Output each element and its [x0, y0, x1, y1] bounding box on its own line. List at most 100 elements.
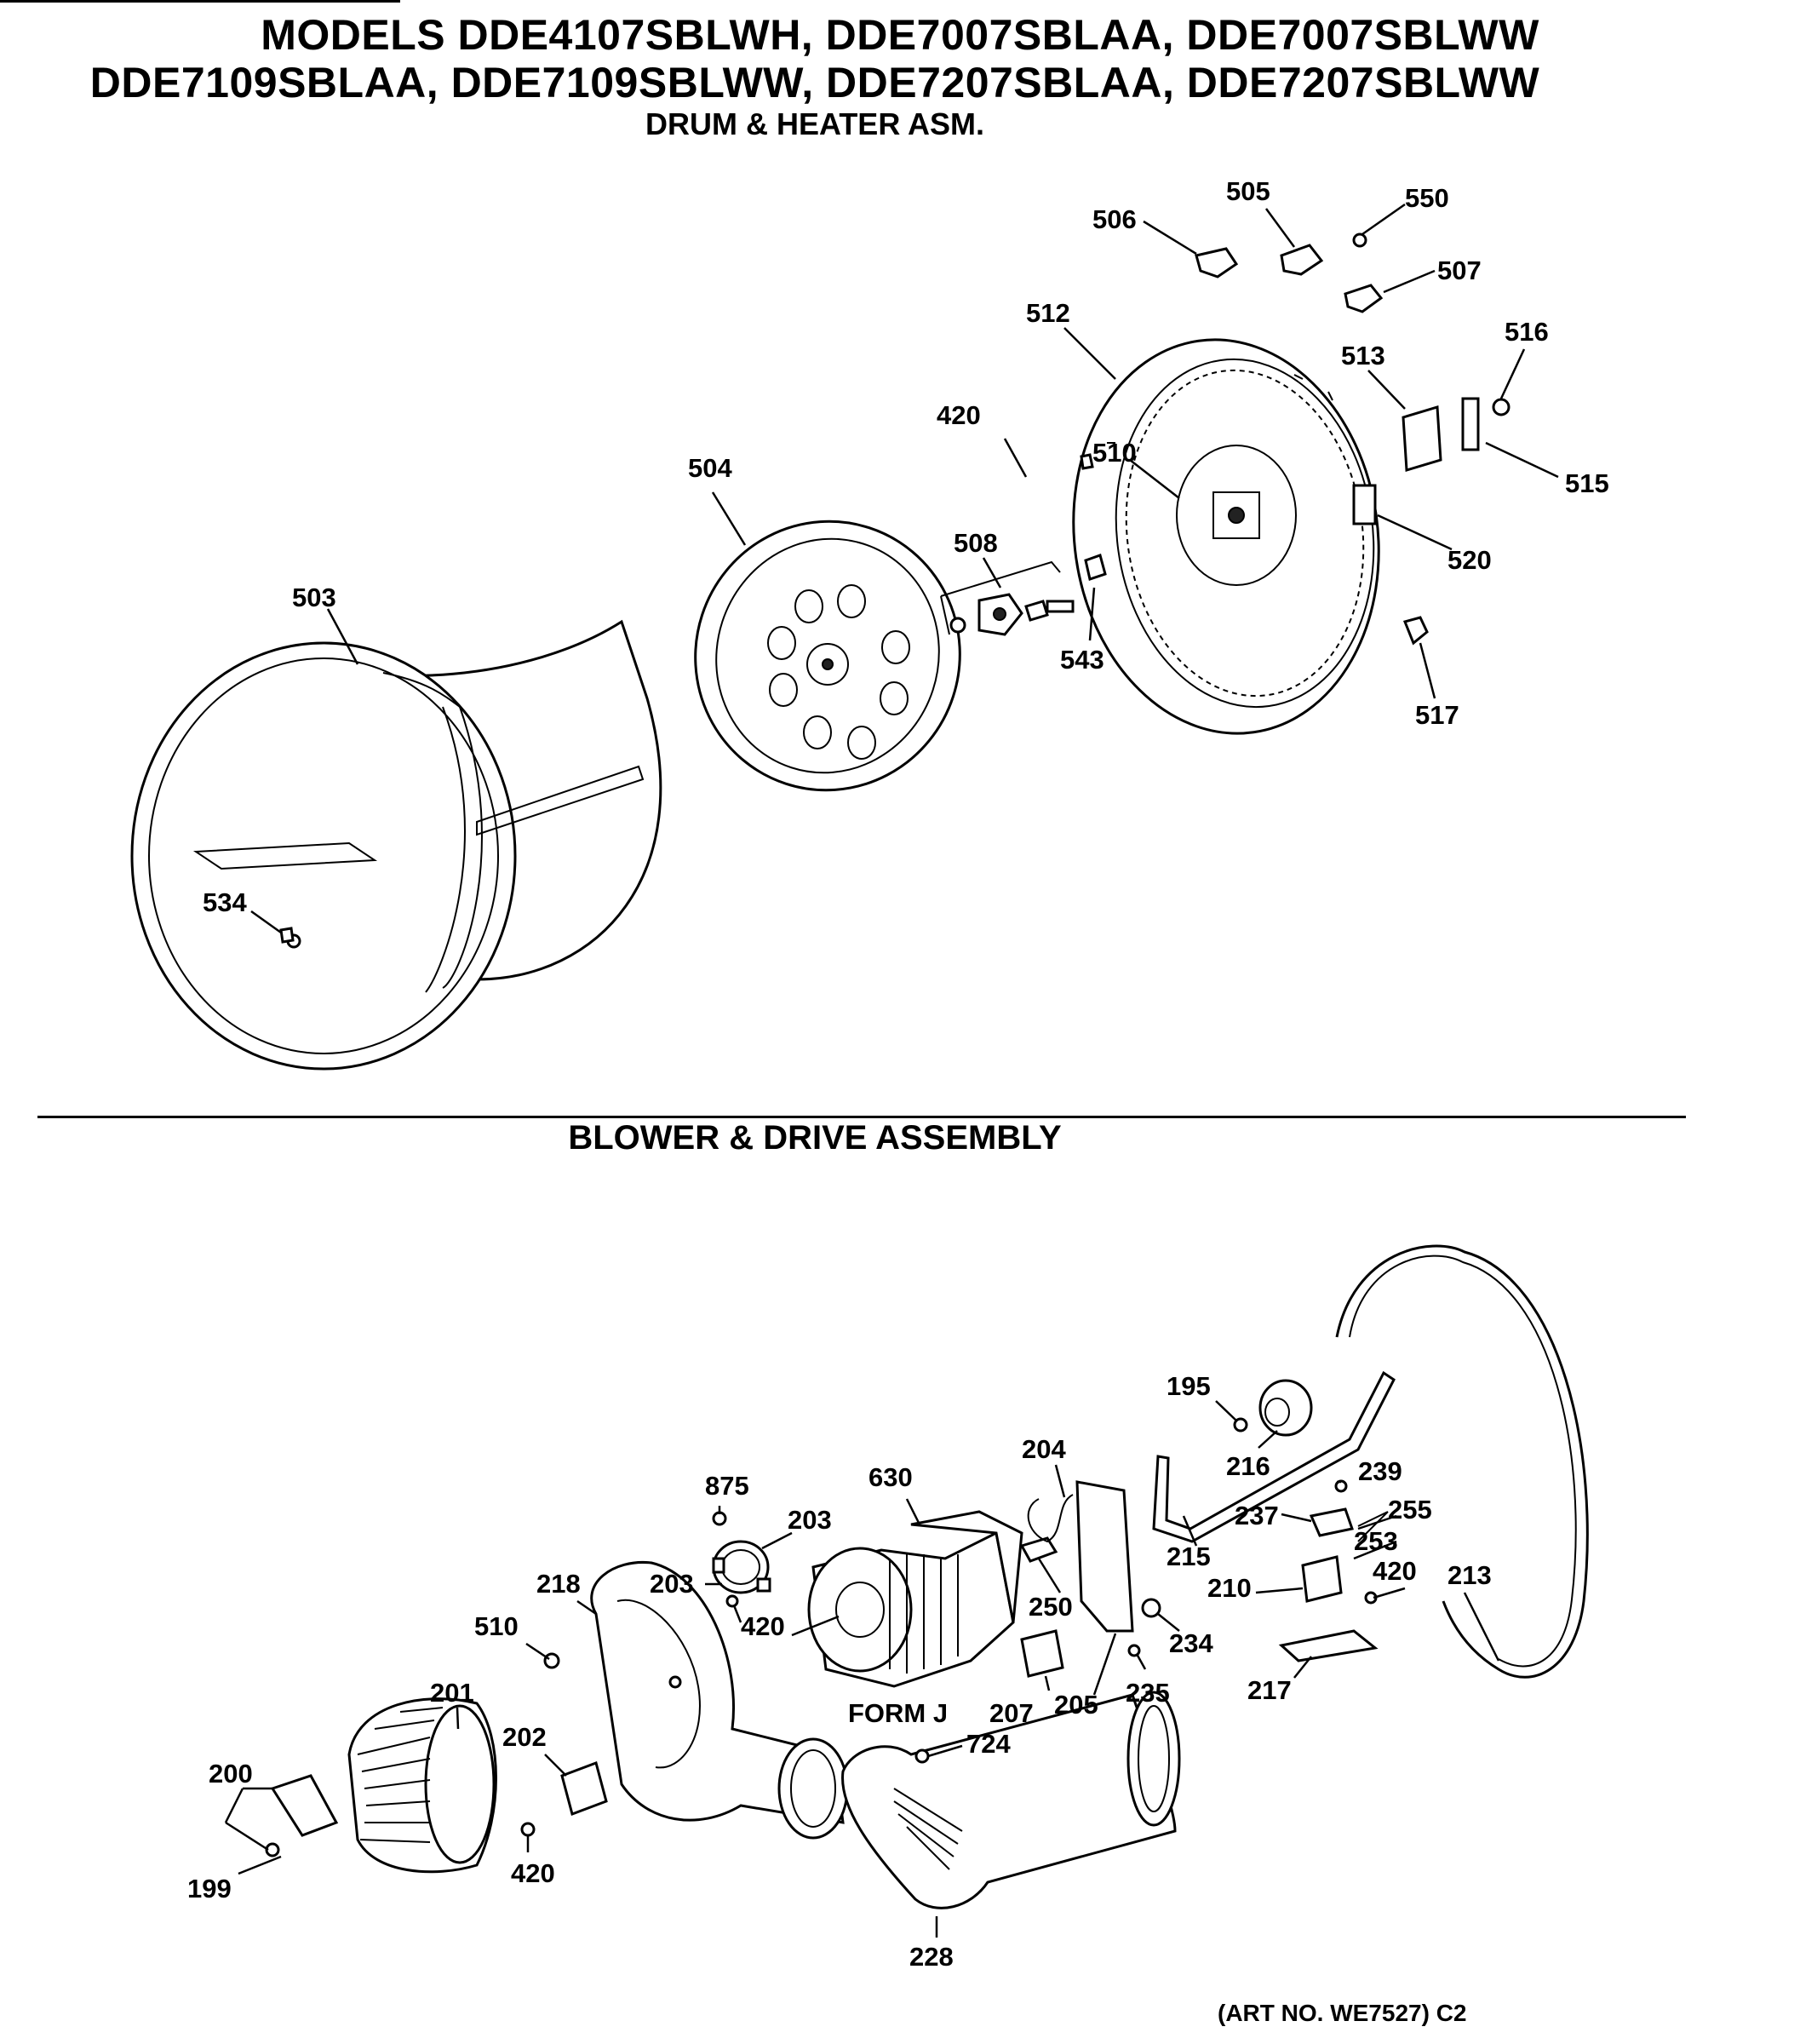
label-210: 210 [1207, 1573, 1252, 1603]
part-200 [270, 1774, 339, 1837]
art-number: (ART NO. WE7527) C2 [1218, 2000, 1467, 2026]
label-195: 195 [1167, 1371, 1211, 1401]
drum-section-title: DRUM & HEATER ASM. [645, 106, 984, 141]
label-504: 504 [688, 453, 732, 483]
label-510: 510 [1092, 438, 1137, 468]
blower-small-parts [265, 1652, 608, 1857]
part-207 [1020, 1629, 1064, 1678]
small-parts-cluster [279, 233, 1511, 944]
part-513 [1402, 405, 1442, 472]
label-216: 216 [1226, 1451, 1270, 1481]
label-234: 234 [1169, 1628, 1213, 1658]
label-253: 253 [1354, 1526, 1398, 1556]
blower-leader-lines [224, 1400, 1500, 1938]
blower-housing-218 [590, 1560, 849, 1840]
label-202: 202 [502, 1722, 547, 1752]
label-239: 239 [1358, 1456, 1402, 1486]
part-505 [1280, 244, 1324, 276]
exhaust-duct-228 [841, 1691, 1181, 1909]
drive-belt-213 [1335, 1244, 1589, 1679]
part-202 [560, 1761, 608, 1816]
label-228: 228 [909, 1942, 954, 1972]
part-550 [1352, 233, 1367, 248]
label-215: 215 [1167, 1542, 1211, 1571]
top-rule [0, 0, 400, 3]
label-199: 199 [187, 1874, 232, 1903]
part-199 [265, 1842, 280, 1857]
part-515 [1461, 397, 1480, 451]
idler-brackets [1278, 1479, 1389, 1662]
label-213: 213 [1447, 1560, 1492, 1590]
drum-503 [130, 619, 662, 1071]
part-420-bottom [520, 1822, 536, 1837]
section-divider [37, 1116, 1686, 1118]
label-516: 516 [1505, 317, 1549, 347]
label-235: 235 [1126, 1678, 1170, 1708]
label-420: 420 [937, 400, 981, 430]
label-204: 204 [1022, 1434, 1066, 1464]
idler-pulley-216 [1233, 1379, 1313, 1437]
part-235 [1127, 1644, 1141, 1657]
label-506: 506 [1092, 204, 1137, 234]
part-724 [914, 1748, 930, 1764]
label-201: 201 [430, 1678, 474, 1708]
part-543 [1084, 554, 1107, 581]
label-form-j: FORM J [848, 1698, 948, 1728]
label-203-b: 203 [650, 1569, 694, 1599]
part-234 [1141, 1598, 1161, 1618]
label-217: 217 [1247, 1675, 1292, 1705]
idler-arm-215 [1152, 1370, 1396, 1543]
label-630: 630 [868, 1462, 913, 1492]
models-title-line-2: DDE7109SBLAA, DDE7109SBLWW, DDE7207SBLAA… [89, 59, 1540, 106]
drum-part-labels: 503 504 420 508 543 510 512 506 505 550 … [203, 176, 1609, 917]
label-250: 250 [1029, 1592, 1073, 1622]
label-512: 512 [1026, 298, 1070, 328]
label-515: 515 [1565, 468, 1609, 498]
part-875 [712, 1511, 727, 1526]
label-508: 508 [954, 528, 998, 558]
part-510-blower [543, 1652, 560, 1669]
label-510-b: 510 [474, 1611, 519, 1641]
label-534: 534 [203, 887, 247, 917]
label-550: 550 [1405, 183, 1449, 213]
label-420-b: 420 [741, 1611, 785, 1641]
label-420-c: 420 [511, 1858, 555, 1888]
label-503: 503 [292, 583, 336, 612]
label-255: 255 [1388, 1495, 1432, 1524]
models-title-line-1: MODELS DDE4107SBLWH, DDE7007SBLAA, DDE70… [261, 11, 1539, 59]
motor-clamp-203 [712, 1511, 771, 1608]
label-517: 517 [1415, 700, 1459, 730]
part-506 [1195, 247, 1239, 278]
part-517 [1402, 616, 1429, 646]
label-207: 207 [989, 1698, 1034, 1728]
blower-wheel-201 [347, 1697, 497, 1874]
label-875: 875 [705, 1471, 749, 1501]
part-237 [1309, 1507, 1354, 1537]
label-237: 237 [1235, 1501, 1279, 1530]
rear-bulkhead-512 [1072, 338, 1380, 735]
drum-back-504 [694, 520, 961, 792]
blower-part-labels: 195 216 239 237 255 253 210 420 213 217 … [187, 1371, 1492, 1972]
drum-leader-lines [250, 203, 1559, 934]
label-724: 724 [966, 1729, 1011, 1759]
part-217 [1278, 1629, 1379, 1662]
part-195 [1233, 1417, 1248, 1433]
label-203-a: 203 [788, 1505, 832, 1535]
label-218: 218 [536, 1569, 581, 1599]
label-507: 507 [1437, 256, 1482, 285]
part-534 [279, 927, 295, 944]
motor-630 [791, 1510, 1058, 1688]
label-200: 200 [209, 1759, 253, 1788]
label-205: 205 [1054, 1690, 1098, 1720]
label-505: 505 [1226, 176, 1270, 206]
label-543: 543 [1060, 645, 1104, 675]
blower-section-title: BLOWER & DRIVE ASSEMBLY [568, 1119, 1062, 1157]
part-516 [1492, 398, 1511, 416]
motor-bracket-205 [1020, 1480, 1161, 1678]
part-420-center [725, 1594, 739, 1608]
label-513: 513 [1341, 341, 1385, 370]
part-210 [1301, 1555, 1343, 1603]
part-507 [1344, 284, 1384, 313]
